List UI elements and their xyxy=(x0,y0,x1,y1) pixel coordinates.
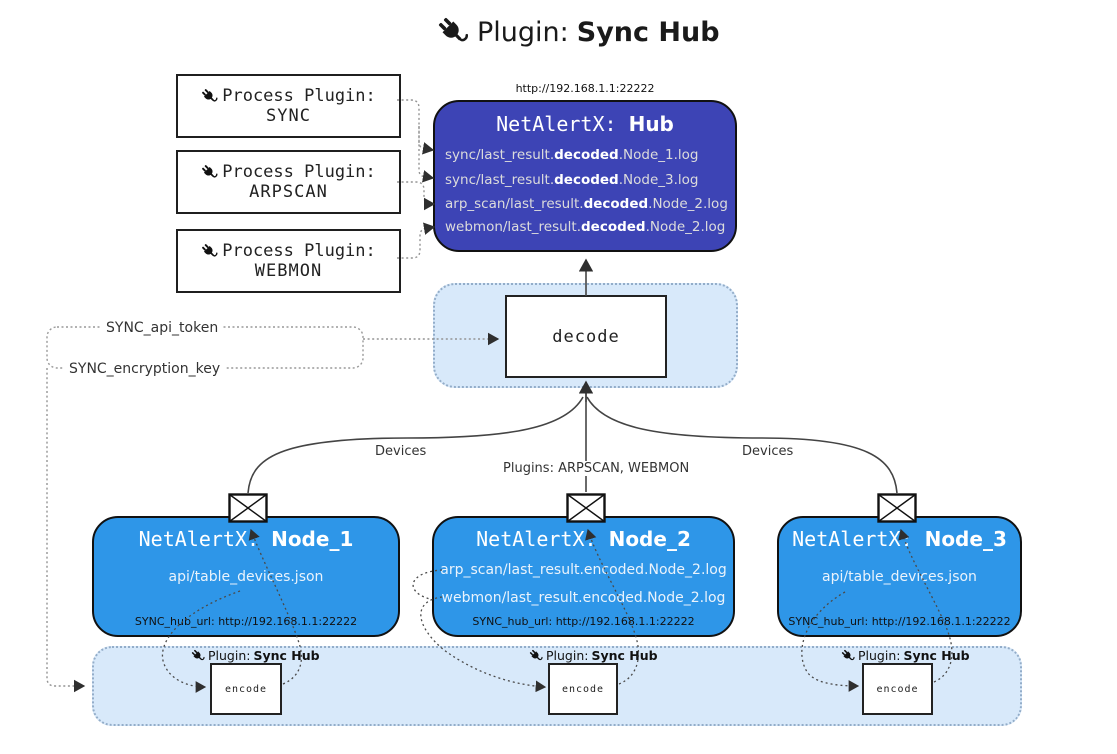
node-3-box: NetAlertX: Node_3 api/table_devices.json… xyxy=(777,516,1022,637)
page-title-name: Sync Hub xyxy=(576,16,720,48)
process-plugin-name: ARPSCAN xyxy=(249,182,328,202)
plug-icon xyxy=(437,16,469,48)
process-plugin-label: Process Plugin: xyxy=(222,86,376,106)
node-2-box: NetAlertX: Node_2 arp_scan/last_result.e… xyxy=(432,516,735,637)
edge-label-plugins-mid: Plugins: ARPSCAN, WEBMON xyxy=(498,461,695,476)
plug-icon xyxy=(191,648,205,663)
hub-title: NetAlertX: Hub xyxy=(435,112,735,136)
node-hub-url: SYNC_hub_url: http://192.168.1.1:22222 xyxy=(134,615,358,628)
page-title: Plugin: Sync Hub xyxy=(437,16,720,48)
envelope-icon xyxy=(877,493,917,523)
process-plugin-sync: Process Plugin: SYNC xyxy=(176,74,401,138)
node-file: arp_scan/last_result.encoded.Node_2.log xyxy=(440,562,727,578)
decode-box: decode xyxy=(505,295,667,378)
process-plugin-label: Process Plugin: xyxy=(222,162,376,182)
envelope-icon xyxy=(228,493,268,523)
hub-log-line: arp_scan/last_result.decoded.Node_2.log xyxy=(445,196,728,212)
node-file: api/table_devices.json xyxy=(822,569,977,585)
node-title: NetAlertX: Node_2 xyxy=(476,527,691,551)
plug-icon xyxy=(201,87,219,105)
edge-label-devices-right: Devices xyxy=(737,444,799,459)
node-title: NetAlertX: Node_3 xyxy=(792,527,1007,551)
page-title-prefix: Plugin: xyxy=(477,16,569,48)
encoder-2-label: Plugin: Sync Hub xyxy=(529,648,658,663)
encoder-3-label: Plugin: Sync Hub xyxy=(841,648,970,663)
encode-box-2: encode xyxy=(548,663,618,715)
edge-webmon-to-log4 xyxy=(397,222,436,259)
node-title: NetAlertX: Node_1 xyxy=(138,527,354,551)
edge-label-devices-left: Devices xyxy=(370,444,432,459)
plug-icon xyxy=(529,648,543,663)
encode-box-1: encode xyxy=(210,663,282,715)
edge-arpscan-to-log3 xyxy=(397,181,436,211)
decode-label: decode xyxy=(552,326,620,347)
sync-api-token-label: SYNC_api_token xyxy=(101,320,224,336)
plug-icon xyxy=(201,163,219,181)
hub-log-line: sync/last_result.decoded.Node_3.log xyxy=(445,172,699,188)
hub-log-line: sync/last_result.decoded.Node_1.log xyxy=(445,147,699,163)
node-hub-url: SYNC_hub_url: http://192.168.1.1:22222 xyxy=(788,615,1011,628)
hub-title-name: Hub xyxy=(628,112,674,136)
process-plugin-arpscan: Process Plugin: ARPSCAN xyxy=(176,150,401,214)
plug-icon xyxy=(841,648,855,663)
process-plugin-name: SYNC xyxy=(266,106,311,126)
edge-key-to-encode-band xyxy=(46,368,86,693)
plug-icon xyxy=(201,242,219,260)
edge-sync-to-log2 xyxy=(418,126,435,183)
edge-sync-to-log1 xyxy=(397,99,435,155)
process-plugin-label: Process Plugin: xyxy=(222,241,376,261)
node-file: webmon/last_result.encoded.Node_2.log xyxy=(441,590,726,606)
encode-box-3: encode xyxy=(862,663,933,715)
encoder-1-label: Plugin: Sync Hub xyxy=(191,648,320,663)
node-file: api/table_devices.json xyxy=(168,569,324,585)
hub-log-line: webmon/last_result.decoded.Node_2.log xyxy=(445,219,726,235)
sync-encryption-key-label: SYNC_encryption_key xyxy=(64,361,226,377)
process-plugin-webmon: Process Plugin: WEBMON xyxy=(176,229,401,293)
process-plugin-name: WEBMON xyxy=(254,261,323,281)
node-1-box: NetAlertX: Node_1 api/table_devices.json… xyxy=(92,516,400,637)
hub-box: NetAlertX: Hub sync/last_result.decoded.… xyxy=(433,100,737,252)
hub-url: http://192.168.1.1:22222 xyxy=(515,82,655,95)
envelope-icon xyxy=(566,493,606,523)
hub-title-prefix: NetAlertX: xyxy=(496,112,629,136)
node-hub-url: SYNC_hub_url: http://192.168.1.1:22222 xyxy=(472,615,695,628)
